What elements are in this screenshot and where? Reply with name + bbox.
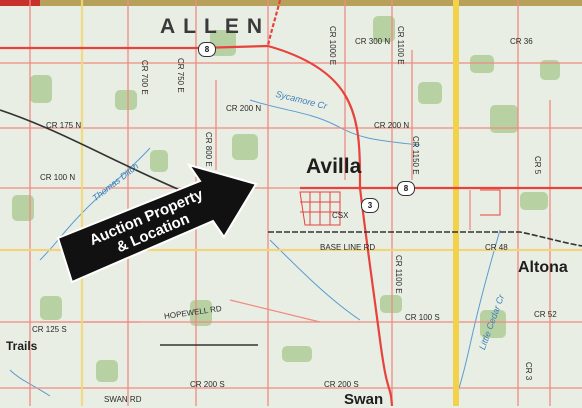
auction-callout: Auction Property & Location — [58, 171, 258, 291]
road-cr-5: CR 5 — [533, 156, 542, 175]
callout-arrow-shape — [56, 163, 258, 284]
road-cr-700-e: CR 700 E — [140, 60, 149, 95]
road-cr-100-n: CR 100 N — [40, 173, 76, 182]
road-cr-1000-e: CR 1000 E — [328, 26, 337, 66]
header-strip-red — [0, 0, 40, 6]
railroads — [0, 109, 582, 346]
railroad-csx: CSX — [332, 211, 349, 220]
road-cr-3: CR 3 — [524, 362, 533, 381]
road-cr-100-s: CR 100 S — [405, 313, 440, 322]
place-trails: Trails — [6, 339, 38, 353]
road-cr-300-n: CR 300 N — [355, 37, 391, 46]
place-avilla: Avilla — [306, 155, 362, 178]
route-8-shield-east: 8 — [397, 181, 415, 196]
town-streets — [299, 189, 501, 226]
road-cr-175-n: CR 175 N — [46, 121, 82, 130]
road-cr-200-s-west: CR 200 S — [190, 380, 225, 389]
road-cr-36: CR 36 — [510, 37, 533, 46]
road-cr-200-s-east: CR 200 S — [324, 380, 359, 389]
road-base-line-rd: BASE LINE RD — [320, 243, 376, 252]
road-cr-200-n-west: CR 200 N — [226, 104, 262, 113]
header-strip — [0, 0, 582, 6]
road-cr-52: CR 52 — [534, 310, 557, 319]
place-swan: Swan — [344, 391, 384, 408]
road-swan-rd: SWAN RD — [104, 395, 142, 404]
road-cr-48: CR 48 — [485, 243, 508, 252]
route-3-shield: 3 — [361, 198, 379, 213]
road-cr-200-n-east: CR 200 N — [374, 121, 410, 130]
road-cr-125-s: CR 125 S — [32, 325, 67, 334]
place-allen: ALLEN — [160, 15, 270, 38]
road-cr-800-e: CR 800 E — [204, 132, 213, 167]
place-altona: Altona — [518, 259, 568, 276]
route-8-shield-north: 8 — [198, 42, 216, 57]
forest-patches — [12, 16, 560, 382]
road-cr-1100-e-north: CR 1100 E — [396, 26, 405, 65]
road-cr-1100-e-south: CR 1100 E — [394, 255, 403, 294]
road-cr-750-e: CR 750 E — [176, 58, 185, 93]
road-cr-1150-e: CR 1150 E — [411, 136, 420, 175]
